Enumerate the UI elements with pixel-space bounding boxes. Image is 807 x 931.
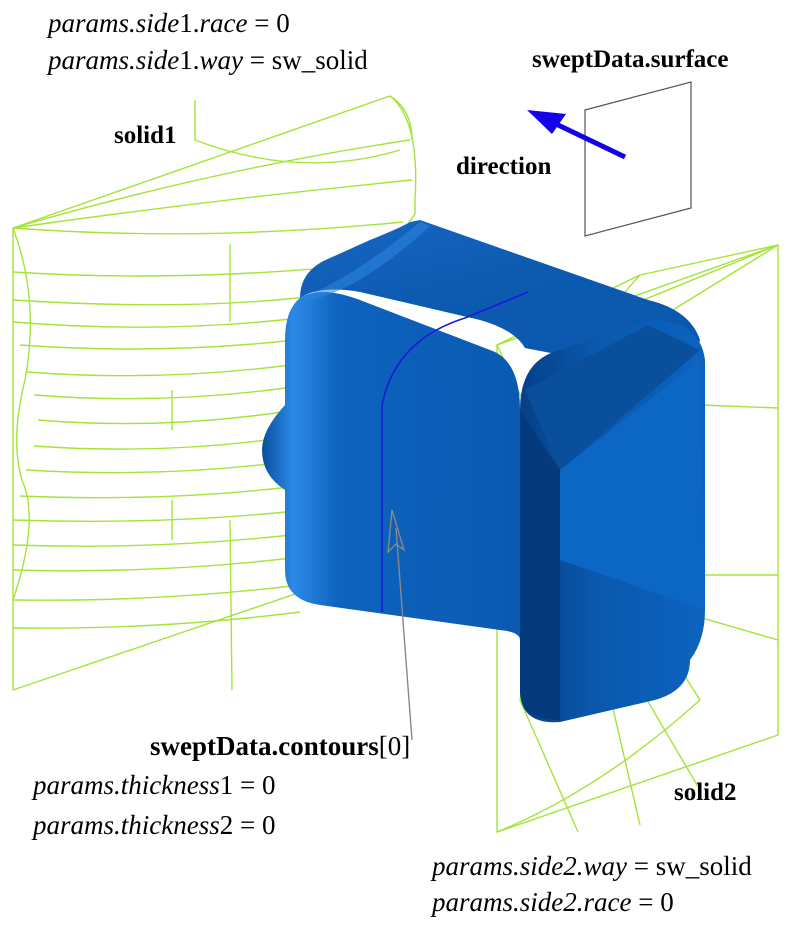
swept-surface bbox=[584, 81, 692, 237]
label-direction: direction bbox=[456, 153, 552, 180]
label-solid1: solid1 bbox=[114, 122, 177, 149]
label-contours: sweptData.contours[0] bbox=[150, 731, 411, 761]
label-side1-race: params.side1.race = 0 bbox=[48, 8, 290, 38]
swept-contour-line bbox=[381, 291, 529, 612]
label-thickness2: params.thickness2 = 0 bbox=[33, 810, 276, 840]
direction-arrow bbox=[527, 110, 627, 160]
label-side2-race: params.side2.race = 0 bbox=[432, 887, 674, 917]
swept-solid-front bbox=[262, 291, 520, 640]
contour-pointer-arrow bbox=[387, 509, 413, 741]
label-side2-way: params.side2.way = sw_solid bbox=[432, 851, 752, 881]
label-solid2: solid2 bbox=[674, 779, 737, 806]
swept-solid bbox=[262, 220, 705, 723]
label-thickness1: params.thickness1 = 0 bbox=[33, 770, 276, 800]
solid1-wireframe bbox=[12, 95, 421, 691]
label-swept-surface: sweptData.surface bbox=[532, 46, 729, 73]
label-side1-way: params.side1.way = sw_solid bbox=[48, 45, 368, 75]
